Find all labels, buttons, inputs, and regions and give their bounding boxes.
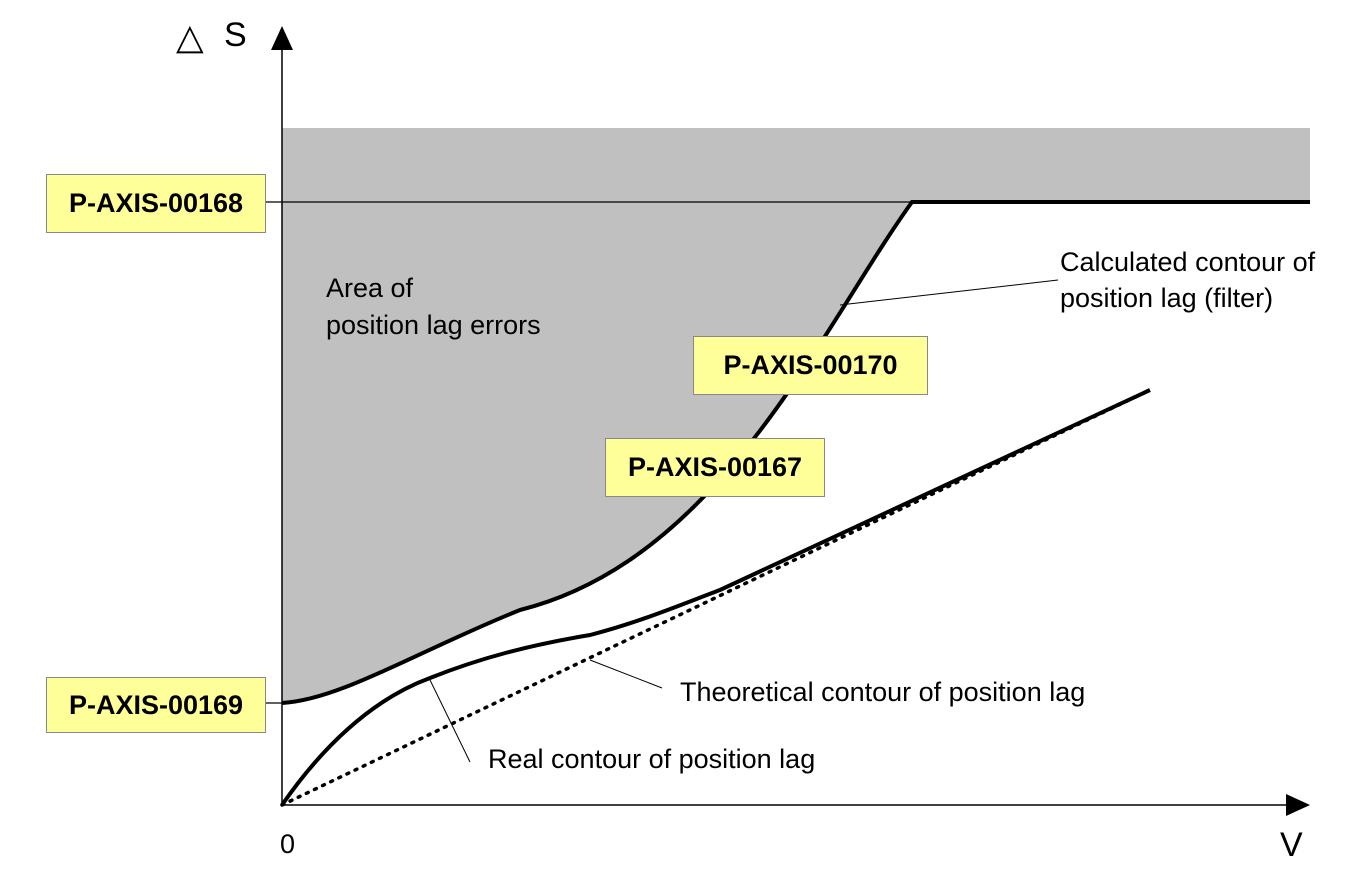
real-leader <box>429 679 471 763</box>
x-axis-arrow-icon <box>1286 794 1310 816</box>
delta-icon: △ <box>176 16 204 57</box>
param-p-axis-00167: P-AXIS-00167 <box>605 438 825 497</box>
theoretical-leader <box>589 659 663 689</box>
param-p-axis-00169: P-AXIS-00169 <box>46 677 266 733</box>
area-label-line2: position lag errors <box>326 310 541 340</box>
theoretical-label: Theoretical contour of position lag <box>680 677 1086 707</box>
origin-label: 0 <box>280 829 296 859</box>
calc-label-line2: position lag (filter) <box>1060 283 1274 313</box>
calc-label-line1: Calculated contour of <box>1060 247 1316 277</box>
error-area <box>282 128 1310 703</box>
y-axis-label: S <box>224 16 247 54</box>
x-axis-label: V <box>1280 826 1303 864</box>
param-p-axis-00168: P-AXIS-00168 <box>46 174 266 233</box>
real-label: Real contour of position lag <box>488 744 816 774</box>
calc-leader <box>839 279 1059 306</box>
area-label-line1: Area of <box>326 273 414 303</box>
y-axis-arrow-icon <box>271 26 293 50</box>
real-contour <box>280 388 1151 807</box>
param-p-axis-00170: P-AXIS-00170 <box>693 336 928 395</box>
